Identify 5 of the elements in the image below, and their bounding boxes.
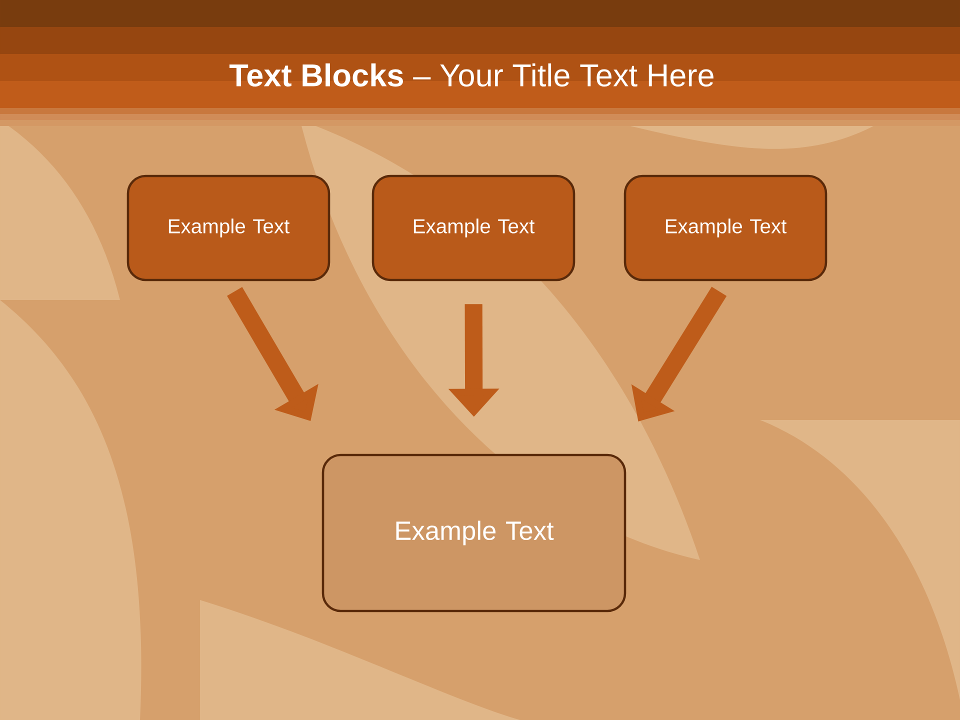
text-box: Example Text xyxy=(322,454,626,612)
text-box: Example Text xyxy=(126,174,330,282)
text-box: Example Text xyxy=(624,174,828,282)
title: Text Blocks – Your Title Text Here xyxy=(229,63,714,87)
text-box: Example Text xyxy=(372,174,576,282)
